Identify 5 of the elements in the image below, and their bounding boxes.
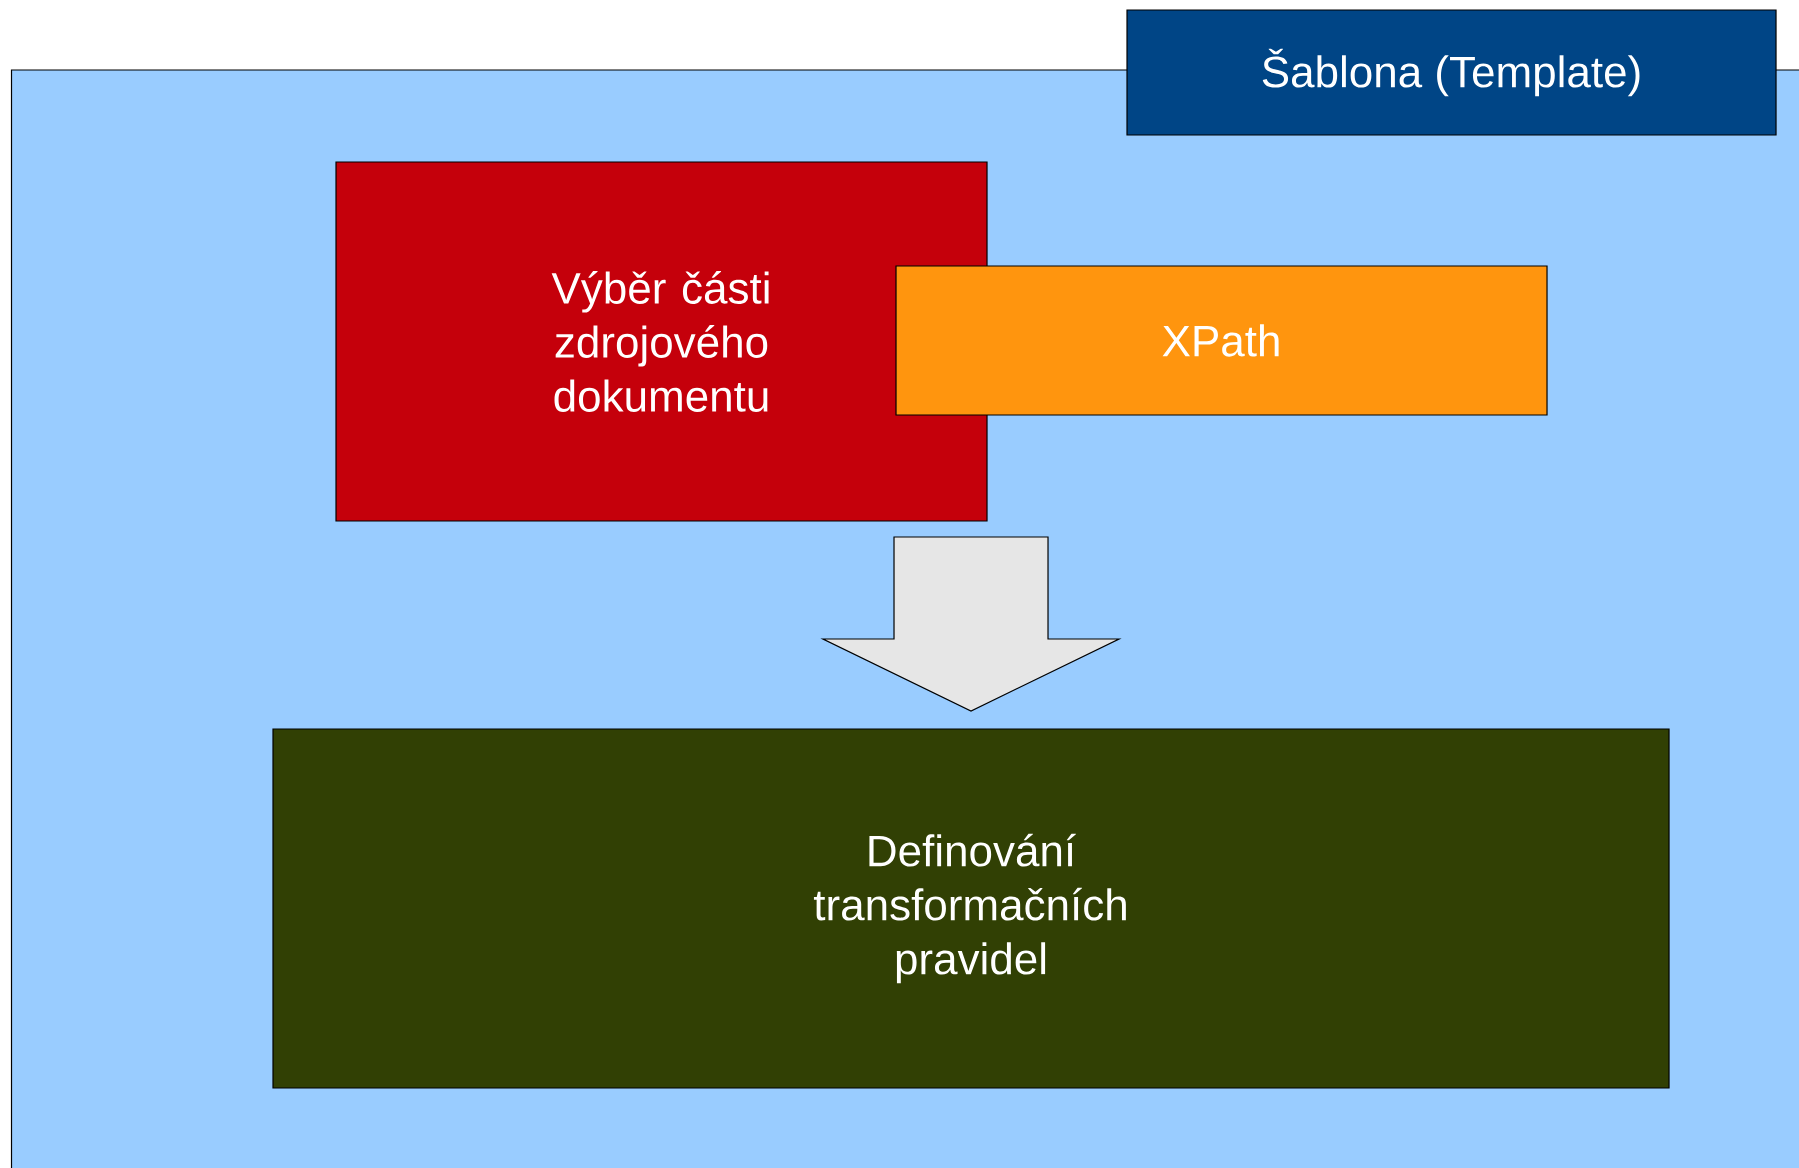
- process-box: XPath: [895, 265, 1548, 416]
- process-box: Výběr části zdrojového dokumentu: [335, 161, 988, 522]
- heading-box: Šablona (Template): [1126, 9, 1777, 136]
- block-arrow: [820, 536, 1122, 712]
- process-box: Definování transformačních pravidel: [272, 728, 1670, 1089]
